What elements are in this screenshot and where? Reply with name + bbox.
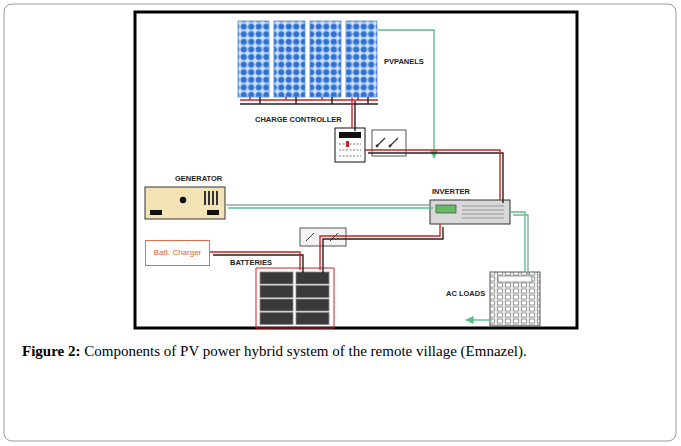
ac-loads: AC LOADS	[490, 272, 540, 326]
batteries: BATTERIES	[258, 270, 332, 326]
wire-connector	[210, 252, 303, 273]
outer-frame	[4, 4, 676, 441]
wire-line	[365, 150, 500, 200]
component-label: INVERTER	[432, 188, 470, 196]
pv-panels: PVPANELS	[236, 20, 378, 98]
load-ground-wire	[466, 319, 492, 320]
pv-array	[238, 21, 377, 97]
charge-controller-device	[335, 128, 365, 162]
generator: GENERATOR	[145, 187, 225, 219]
component-label: AC LOADS	[446, 290, 485, 298]
battery-charger: Batt. Charger	[145, 240, 210, 266]
wire-line	[510, 212, 525, 272]
wire-return	[513, 215, 528, 275]
ac-load-panel	[490, 272, 540, 326]
figure-caption: Figure 2: Components of PV power hybrid …	[22, 342, 667, 361]
component-label: PVPANELS	[384, 58, 424, 66]
component-label: GENERATOR	[175, 175, 222, 183]
wire-line	[320, 224, 440, 270]
component-label: CHARGE CONTROLLER	[255, 116, 342, 124]
wire-line	[225, 204, 430, 205]
figure-frame	[135, 12, 577, 328]
wire-line	[351, 98, 352, 128]
wire-return	[228, 207, 433, 208]
component-label: BATTERIES	[230, 259, 272, 267]
wire-connector	[510, 212, 528, 275]
wire-return	[213, 255, 303, 273]
wire-connector	[352, 98, 355, 131]
inverter-device	[430, 200, 510, 224]
inverter: INVERTER	[430, 200, 510, 224]
generator-device	[145, 187, 225, 219]
wire-return	[354, 101, 355, 131]
box-label: Batt. Charger	[146, 241, 209, 265]
charge-controller: CHARGE CONTROLLER	[335, 128, 365, 162]
pv-bus	[240, 97, 378, 104]
wire-line	[210, 252, 300, 270]
wire-connector	[225, 205, 433, 208]
battery-bank	[256, 268, 334, 328]
wire-return	[368, 153, 503, 203]
wire-connector	[365, 150, 503, 203]
disconnect-switch	[372, 130, 406, 156]
wire-return	[323, 227, 443, 273]
wire-connector	[320, 224, 443, 273]
